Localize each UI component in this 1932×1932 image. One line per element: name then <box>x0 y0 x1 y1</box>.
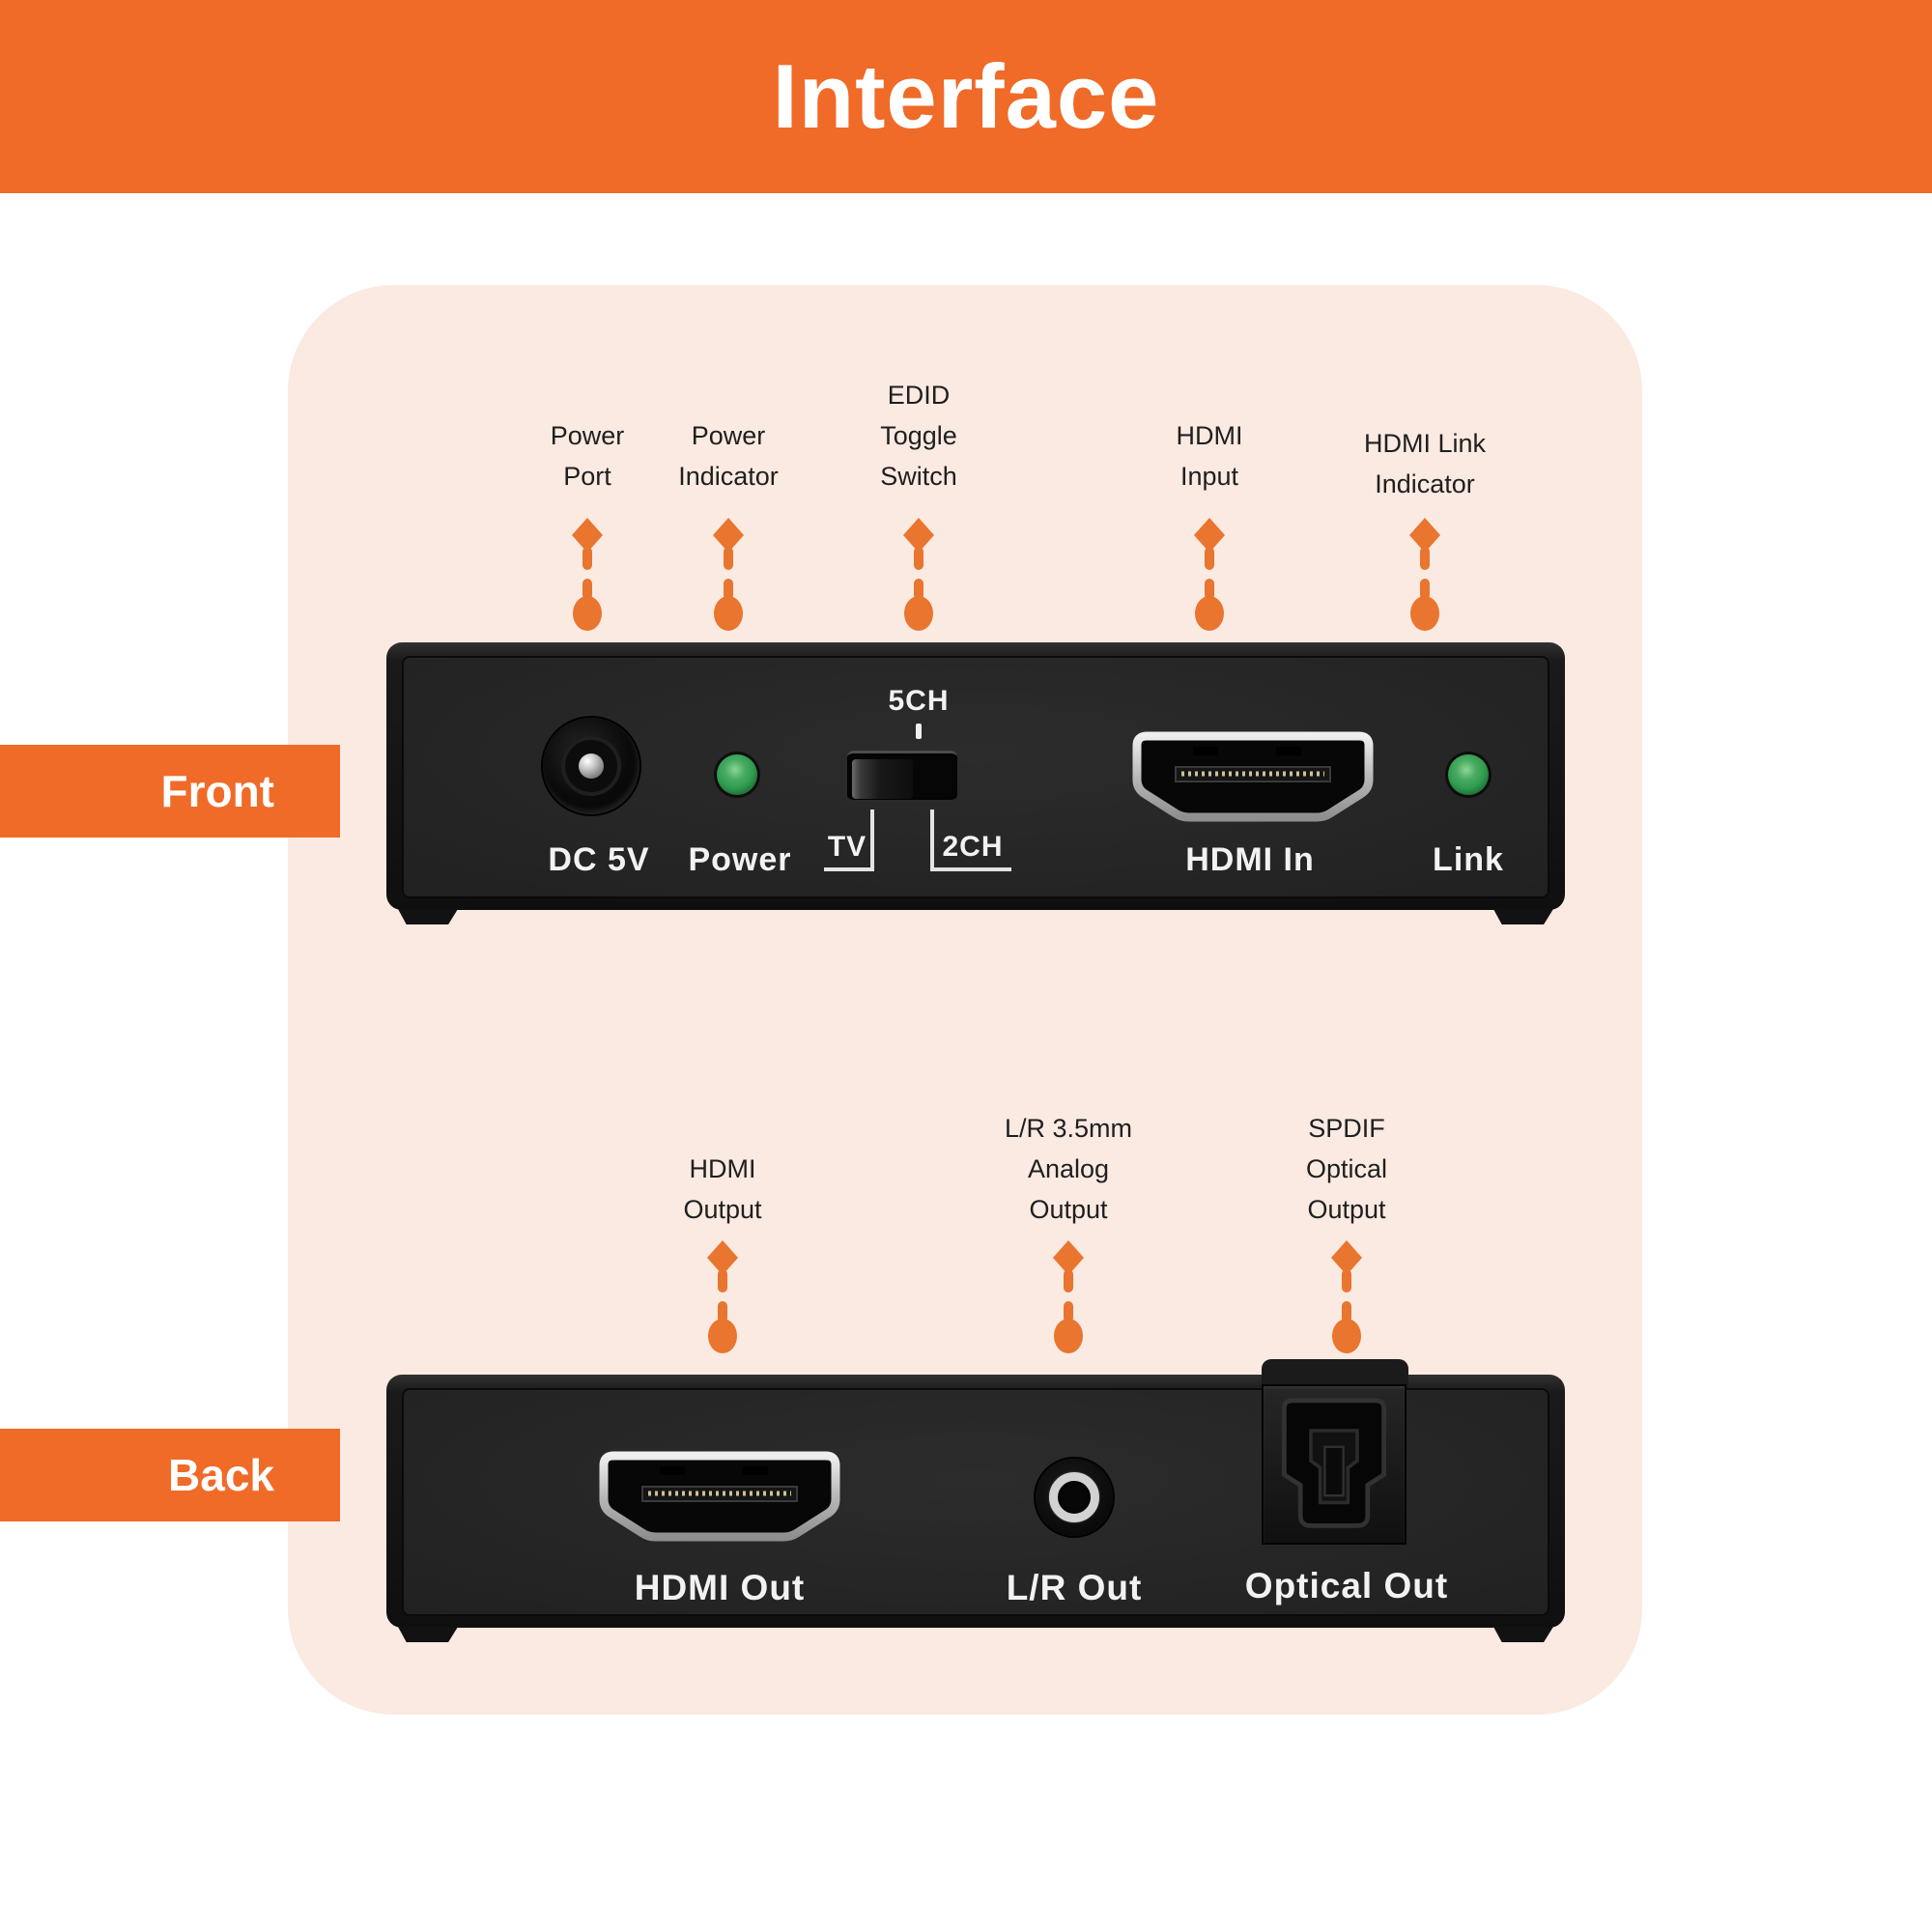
edid-toggle-switch <box>847 751 957 802</box>
front-view-tab: Front <box>0 745 340 838</box>
callout-line: Analog <box>1027 1154 1110 1183</box>
switch-2ch-bracket: 2CH <box>930 810 1011 871</box>
callout-spdif-optical-output: SPDIF Optical Output <box>1306 1108 1387 1230</box>
pointer-arrow-icon <box>1194 518 1225 631</box>
switch-tick-mark <box>916 724 922 739</box>
callout-line: HDMI <box>689 1154 756 1183</box>
back-device-panel: HDMI Out L/R Out Optical Out <box>386 1359 1565 1642</box>
switch-tv-label: TV <box>827 831 867 863</box>
front-view-tab-label: Front <box>160 766 274 816</box>
device-foot <box>1493 909 1553 924</box>
callout-line: Output <box>1029 1195 1108 1224</box>
callout-line: SPDIF <box>1308 1114 1385 1143</box>
power-led-indicator <box>717 754 757 795</box>
power-led-label: Power <box>688 841 792 878</box>
hdmi-out-port <box>599 1451 840 1542</box>
callout-lr-analog-output: L/R 3.5mm Analog Output <box>1005 1108 1132 1230</box>
hdmi-in-label: HDMI In <box>1185 841 1315 878</box>
callout-line: Power <box>691 421 766 450</box>
pointer-arrow-icon <box>713 518 744 631</box>
lr-out-label: L/R Out <box>1006 1568 1143 1607</box>
switch-5ch-label: 5CH <box>888 685 950 717</box>
callout-line: Port <box>563 462 611 491</box>
callout-line: Indicator <box>678 462 779 491</box>
callout-line: Output <box>683 1195 762 1224</box>
callout-power-indicator: Power Indicator <box>678 415 779 497</box>
front-device-panel: DC 5V Power 5CH TV 2CH <box>386 642 1565 924</box>
page-header: Interface <box>0 0 1932 193</box>
lr-audio-jack <box>1036 1459 1113 1536</box>
pointer-arrow-icon <box>903 518 934 631</box>
link-led-indicator <box>1448 754 1489 795</box>
device-foot <box>398 909 458 924</box>
toslink-connector <box>1282 1398 1386 1528</box>
device-foot <box>1493 1627 1553 1642</box>
callout-hdmi-link-indicator: HDMI Link Indicator <box>1364 423 1486 504</box>
hdmi-in-port <box>1132 731 1374 822</box>
device-foot <box>398 1627 458 1642</box>
dc-port-label: DC 5V <box>548 841 650 878</box>
switch-tv-bracket: TV <box>824 810 874 871</box>
back-view-tab-label: Back <box>168 1450 274 1500</box>
callout-line: Output <box>1307 1195 1386 1224</box>
pointer-arrow-icon <box>572 518 603 631</box>
callout-line: EDID <box>887 381 951 410</box>
page-title: Interface <box>772 45 1160 147</box>
link-led-label: Link <box>1433 841 1504 878</box>
switch-2ch-label: 2CH <box>942 831 1004 863</box>
pointer-arrow-icon <box>707 1240 738 1353</box>
pointer-arrow-icon <box>1409 518 1440 631</box>
hdmi-out-label: HDMI Out <box>634 1568 806 1607</box>
callout-line: HDMI <box>1176 421 1243 450</box>
callout-hdmi-input: HDMI Input <box>1177 415 1243 497</box>
callout-edid-toggle-switch: EDID Toggle Switch <box>880 375 957 497</box>
callout-line: HDMI Link <box>1363 429 1487 458</box>
callout-hdmi-output: HDMI Output <box>683 1149 761 1230</box>
callout-line: Toggle <box>880 421 957 450</box>
toggle-switch-knob <box>852 759 913 799</box>
callout-line: Input <box>1179 462 1239 491</box>
back-view-tab: Back <box>0 1429 340 1521</box>
callout-line: Indicator <box>1375 469 1475 498</box>
callout-line: L/R 3.5mm <box>1004 1114 1133 1143</box>
callout-line: Optical <box>1305 1154 1388 1183</box>
optical-port <box>1262 1384 1406 1545</box>
pointer-arrow-icon <box>1053 1240 1084 1353</box>
dc-power-port <box>543 718 639 814</box>
dc-port-pin <box>579 753 604 779</box>
callout-power-port: Power Port <box>551 415 625 497</box>
optical-out-label: Optical Out <box>1244 1566 1449 1605</box>
callout-line: Switch <box>880 462 957 491</box>
lr-jack-ring <box>1049 1472 1099 1522</box>
pointer-arrow-icon <box>1331 1240 1362 1353</box>
callout-line: Power <box>550 421 625 450</box>
